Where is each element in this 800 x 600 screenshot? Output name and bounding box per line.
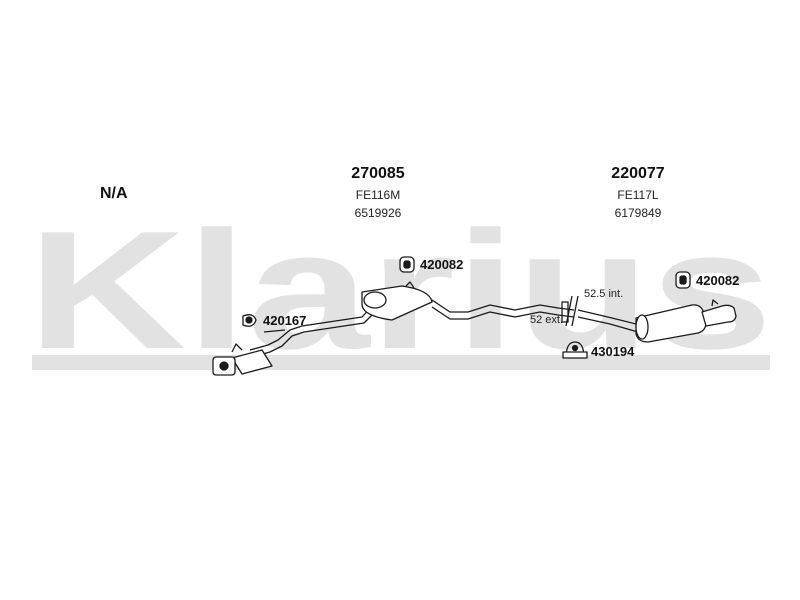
front-mount-leader	[263, 329, 286, 333]
tail-pipe	[701, 304, 737, 327]
joint-marks	[561, 295, 579, 327]
rear-pipe	[577, 309, 641, 333]
rear-mount-part-number: 420082	[696, 273, 740, 288]
center-silencer-part-number: 270085	[351, 165, 405, 182]
rear-mount-icon	[675, 271, 691, 289]
front-cat	[231, 349, 273, 375]
watermark-underline	[32, 355, 770, 370]
rear-silencer-oe: 6179849	[614, 206, 662, 220]
center-silencer-end	[363, 291, 387, 309]
fitment-label: N/A	[100, 185, 128, 202]
center-mount-icon	[399, 256, 415, 273]
rear-silencer-end	[635, 314, 649, 340]
front-mount-icon	[242, 314, 257, 327]
clamp-icon	[562, 341, 588, 359]
rear-hanger	[711, 299, 719, 307]
rear-silencer-body	[635, 304, 707, 343]
center-hanger	[405, 281, 415, 289]
front-bracket	[231, 343, 243, 353]
front-pipe-section	[212, 305, 376, 376]
center-silencer-code: FE116M	[355, 188, 401, 202]
front-flange-hole	[219, 361, 229, 371]
clamp-part-number: 430194	[591, 344, 635, 359]
rear-silencer-part-number: 220077	[611, 165, 665, 182]
center-mount-part-number: 420082	[420, 257, 464, 272]
front-pipe	[249, 305, 376, 358]
center-silencer	[361, 281, 433, 321]
front-mount-part-number: 420167	[263, 313, 307, 328]
external-diameter-label: 52 ext.	[530, 314, 564, 326]
intermediate-pipe	[431, 299, 575, 320]
rear-silencer-code: FE117L	[617, 188, 659, 202]
joint-cut-mark	[565, 295, 579, 327]
rear-silencer	[577, 299, 737, 343]
center-silencer-oe: 6519926	[354, 206, 402, 220]
joint-sleeve	[561, 301, 569, 323]
internal-diameter-label: 52.5 int.	[584, 288, 624, 300]
